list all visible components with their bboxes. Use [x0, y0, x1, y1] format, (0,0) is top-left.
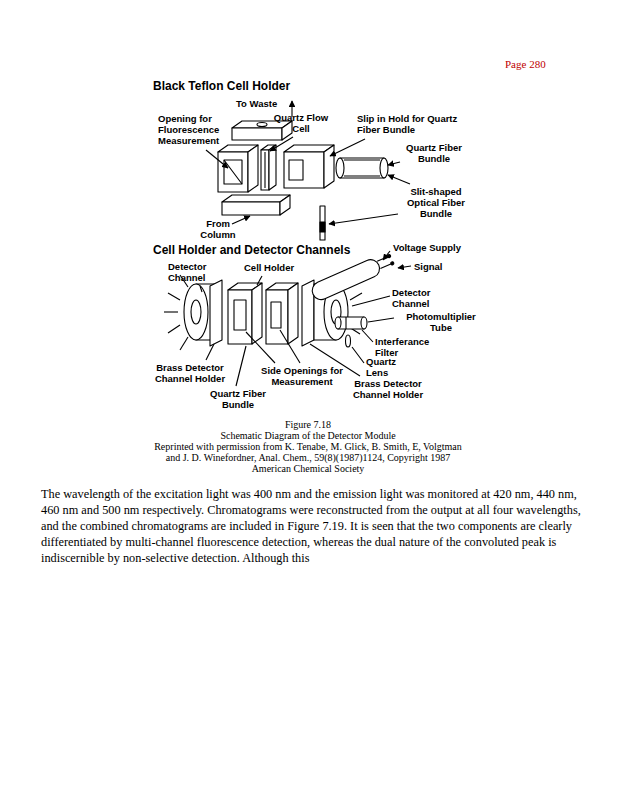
part-label: Photomultiplier Tube: [396, 311, 486, 333]
figure-caption: Schematic Diagram of the Detector Module: [100, 430, 516, 441]
figure-credit: American Chemical Society: [100, 463, 516, 474]
part-label: Cell Holder: [244, 262, 310, 273]
part-label: Brass Detector Channel Holder: [345, 378, 431, 400]
page-number: Page 280: [505, 59, 575, 70]
body-paragraph: The wavelength of the excitation light w…: [41, 486, 597, 566]
part-label: Detector Channel: [392, 287, 448, 309]
part-label: Quartz Lens: [366, 356, 412, 378]
part-label: Voltage Supply: [393, 242, 483, 253]
part-label: Quartz Fiber Bundle: [203, 388, 273, 410]
part-label: Detector Channel: [168, 261, 222, 283]
figure-credit: Reprinted with permission from K. Tenabe…: [60, 441, 556, 452]
part-label: Interferance Filter: [375, 336, 447, 358]
part-label: To Waste: [236, 98, 288, 109]
part-label: Slip in Hold for Quartz Fiber Bundle: [357, 113, 461, 135]
part-label: Side Openings for Measurement: [256, 365, 348, 387]
part-label: Opening for Fluorescence Measurement: [158, 113, 232, 146]
part-label: Quartz Flow Cell: [268, 112, 334, 134]
part-label: Brass Detector Channel Holder: [148, 362, 232, 384]
figure-credit: and J. D. Winefordner, Anal. Chem., 59(8…: [60, 452, 556, 463]
part-label: From Column: [196, 218, 240, 240]
figure-heading: Black Teflon Cell Holder: [153, 81, 353, 92]
part-label: Quartz Fiber Bundle: [399, 142, 469, 164]
figure-heading: Cell Holder and Detector Channels: [153, 245, 383, 256]
part-label: Slit-shaped Optical Fiber Bundle: [398, 186, 474, 219]
part-label: Signal: [414, 261, 464, 272]
figure-caption: Figure 7.18: [100, 419, 516, 430]
